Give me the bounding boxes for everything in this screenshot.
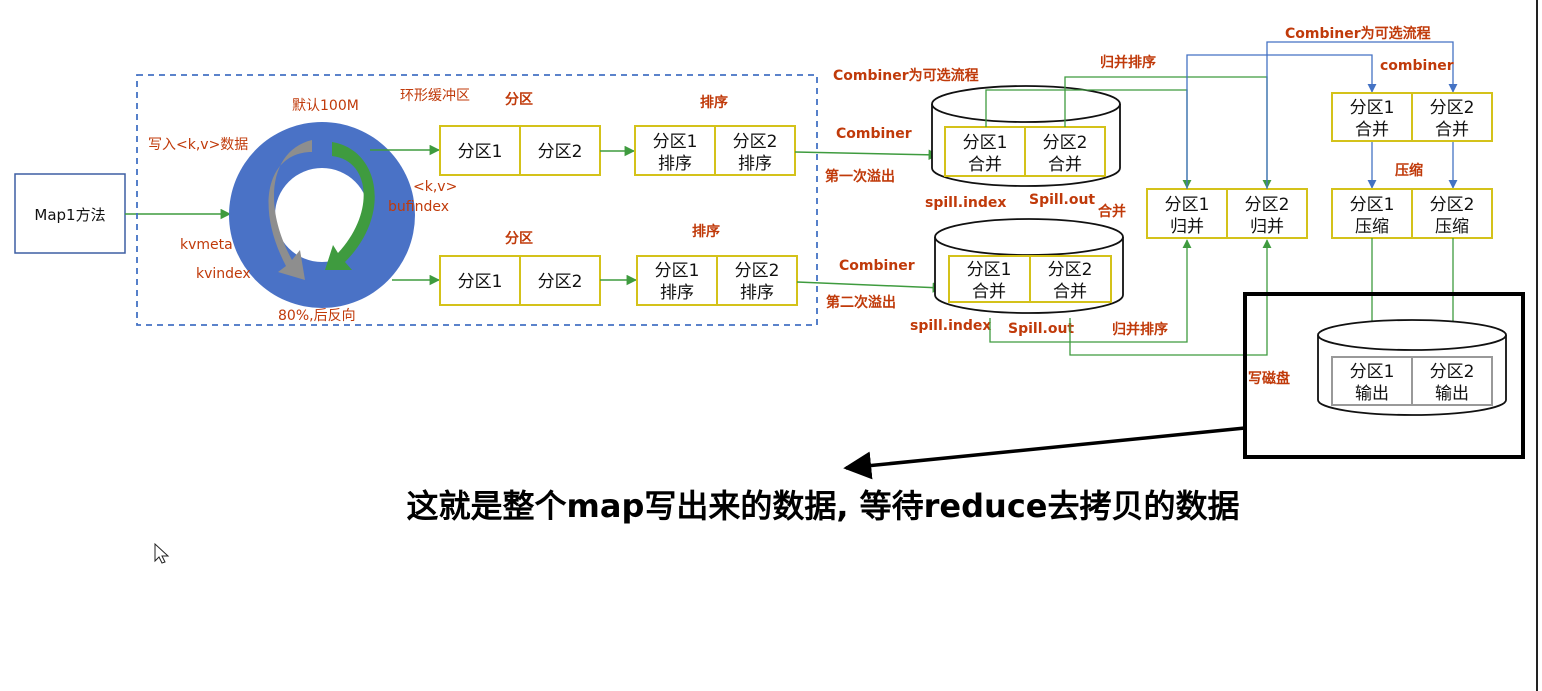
partition-row-2: 分区 分区1 分区2: [439, 231, 601, 306]
mouse-cursor-icon: [154, 542, 170, 564]
sort1-p2-line2: 排序: [738, 154, 772, 174]
partition2-cell-2: 分区2: [538, 272, 583, 292]
spill1-combiner-label: Combiner: [836, 126, 912, 142]
bufindex-label: bufindex: [388, 199, 449, 215]
output-highlight-box: [1243, 292, 1525, 459]
merge-sort-bottom-label: 归并排序: [1112, 321, 1168, 338]
spill1-index-label: spill.index: [925, 195, 1006, 211]
kv-label: <k,v>: [413, 179, 457, 195]
output-p1-line1: 分区1: [1350, 362, 1395, 382]
spill1-out-label: Spill.out: [1029, 192, 1095, 208]
spill2-cylinder: 分区1 合并 分区2 合并: [934, 218, 1124, 314]
spill1-label: 第一次溢出: [825, 168, 895, 185]
combine-label: combiner: [1380, 58, 1454, 74]
output-cylinder: 分区1 输出 分区2 输出: [1317, 319, 1507, 416]
sort1-p1-line2: 排序: [658, 154, 692, 174]
merge-box: 分区1 归并 分区2 归并: [1146, 188, 1308, 239]
gray-write-arrow-icon: [268, 140, 312, 280]
merge-p2-line1: 分区2: [1245, 195, 1290, 215]
merge-p1-line2: 归并: [1170, 217, 1204, 237]
sort-title-2: 排序: [692, 223, 720, 240]
write-kv-label: 写入<k,v>数据: [148, 137, 248, 153]
spill1-p1-line2: 合并: [968, 155, 1002, 175]
partition-title-1: 分区: [505, 92, 533, 108]
partition1-cell: 分区1: [458, 142, 503, 162]
output-p2-line1: 分区2: [1430, 362, 1475, 382]
combine-optional-label: Combiner为可选流程: [1285, 25, 1431, 42]
sort2-p1-line1: 分区1: [655, 261, 700, 281]
spill2-combiner-label: Combiner: [839, 258, 915, 274]
spill2-out-label: Spill.out: [1008, 321, 1074, 337]
threshold-label: 80%,后反向: [278, 308, 356, 324]
merge-p1-line1: 分区1: [1165, 195, 1210, 215]
sort1-p1-line1: 分区1: [653, 132, 698, 152]
compress-p2-line2: 压缩: [1435, 217, 1469, 237]
combine-p1-line1: 分区1: [1350, 98, 1395, 118]
map-method-box: Map1方法: [14, 173, 126, 254]
spill2-p2-line2: 合并: [1053, 282, 1087, 302]
merge-sort-top-label: 归并排序: [1100, 54, 1156, 71]
spill1-optional-label: Combiner为可选流程: [833, 67, 979, 84]
partition-row-1: 分区 分区1 分区2: [439, 92, 601, 176]
caption-pointer-arrow: [843, 426, 1246, 480]
kvmeta-label: kvmeta: [180, 237, 233, 253]
compress-p1-line2: 压缩: [1355, 217, 1389, 237]
buffer-name-label: 环形缓冲区: [400, 88, 470, 104]
sort-row-2: 排序 分区1 排序 分区2 排序: [636, 223, 798, 306]
output-p2-line2: 输出: [1435, 384, 1469, 404]
compress-p2-line1: 分区2: [1430, 195, 1475, 215]
sort-row-1: 排序 分区1 排序 分区2 排序: [634, 94, 796, 176]
combine-p1-line2: 合并: [1355, 120, 1389, 140]
kvindex-label: kvindex: [196, 266, 251, 282]
compress-p1-line1: 分区1: [1350, 195, 1395, 215]
ring-buffer: [229, 122, 415, 308]
spill2-index-label: spill.index: [910, 318, 991, 334]
sort2-p2-line1: 分区2: [735, 261, 780, 281]
spill1-p1-line1: 分区1: [963, 133, 1008, 153]
spill2-label: 第二次溢出: [826, 294, 896, 311]
spill1-p2-line1: 分区2: [1043, 133, 1088, 153]
spill2-p1-line1: 分区1: [967, 260, 1012, 280]
write-disk-label: 写磁盘: [1248, 370, 1290, 387]
sort-to-spill2-arrow: [796, 281, 944, 293]
spill2-p2-line1: 分区2: [1048, 260, 1093, 280]
compress-box: 分区1 压缩 分区2 压缩: [1331, 188, 1493, 239]
default-size-label: 默认100M: [292, 98, 359, 114]
merge-label: 合并: [1098, 203, 1126, 220]
circular-buffer-area: [136, 74, 818, 326]
merge-p2-line2: 归并: [1250, 217, 1284, 237]
combine-box: 分区1 合并 分区2 合并: [1331, 92, 1493, 142]
output-p1-line2: 输出: [1355, 384, 1389, 404]
combiner-connectors: [1186, 41, 1458, 189]
sort2-p2-line2: 排序: [740, 283, 774, 303]
sort1-p2-line1: 分区2: [733, 132, 778, 152]
partition1-cell-2: 分区1: [458, 272, 503, 292]
spill2-p1-line2: 合并: [972, 282, 1006, 302]
compress-label: 压缩: [1395, 162, 1423, 179]
partition2-cell: 分区2: [538, 142, 583, 162]
sort-title-1: 排序: [700, 94, 728, 111]
sort-to-spill1-arrow: [794, 149, 940, 161]
map-method-label: Map1方法: [34, 206, 105, 224]
combine-p2-line2: 合并: [1435, 120, 1469, 140]
caption-text: 这就是整个map写出来的数据, 等待reduce去拷贝的数据: [407, 487, 1240, 525]
spill1-cylinder: 分区1 合并 分区2 合并: [931, 85, 1121, 187]
sort2-p1-line2: 排序: [660, 283, 694, 303]
combine-p2-line1: 分区2: [1430, 98, 1475, 118]
spill1-p2-line2: 合并: [1048, 155, 1082, 175]
partition-title-2: 分区: [505, 231, 533, 247]
green-reverse-arrow-icon: [325, 142, 375, 270]
